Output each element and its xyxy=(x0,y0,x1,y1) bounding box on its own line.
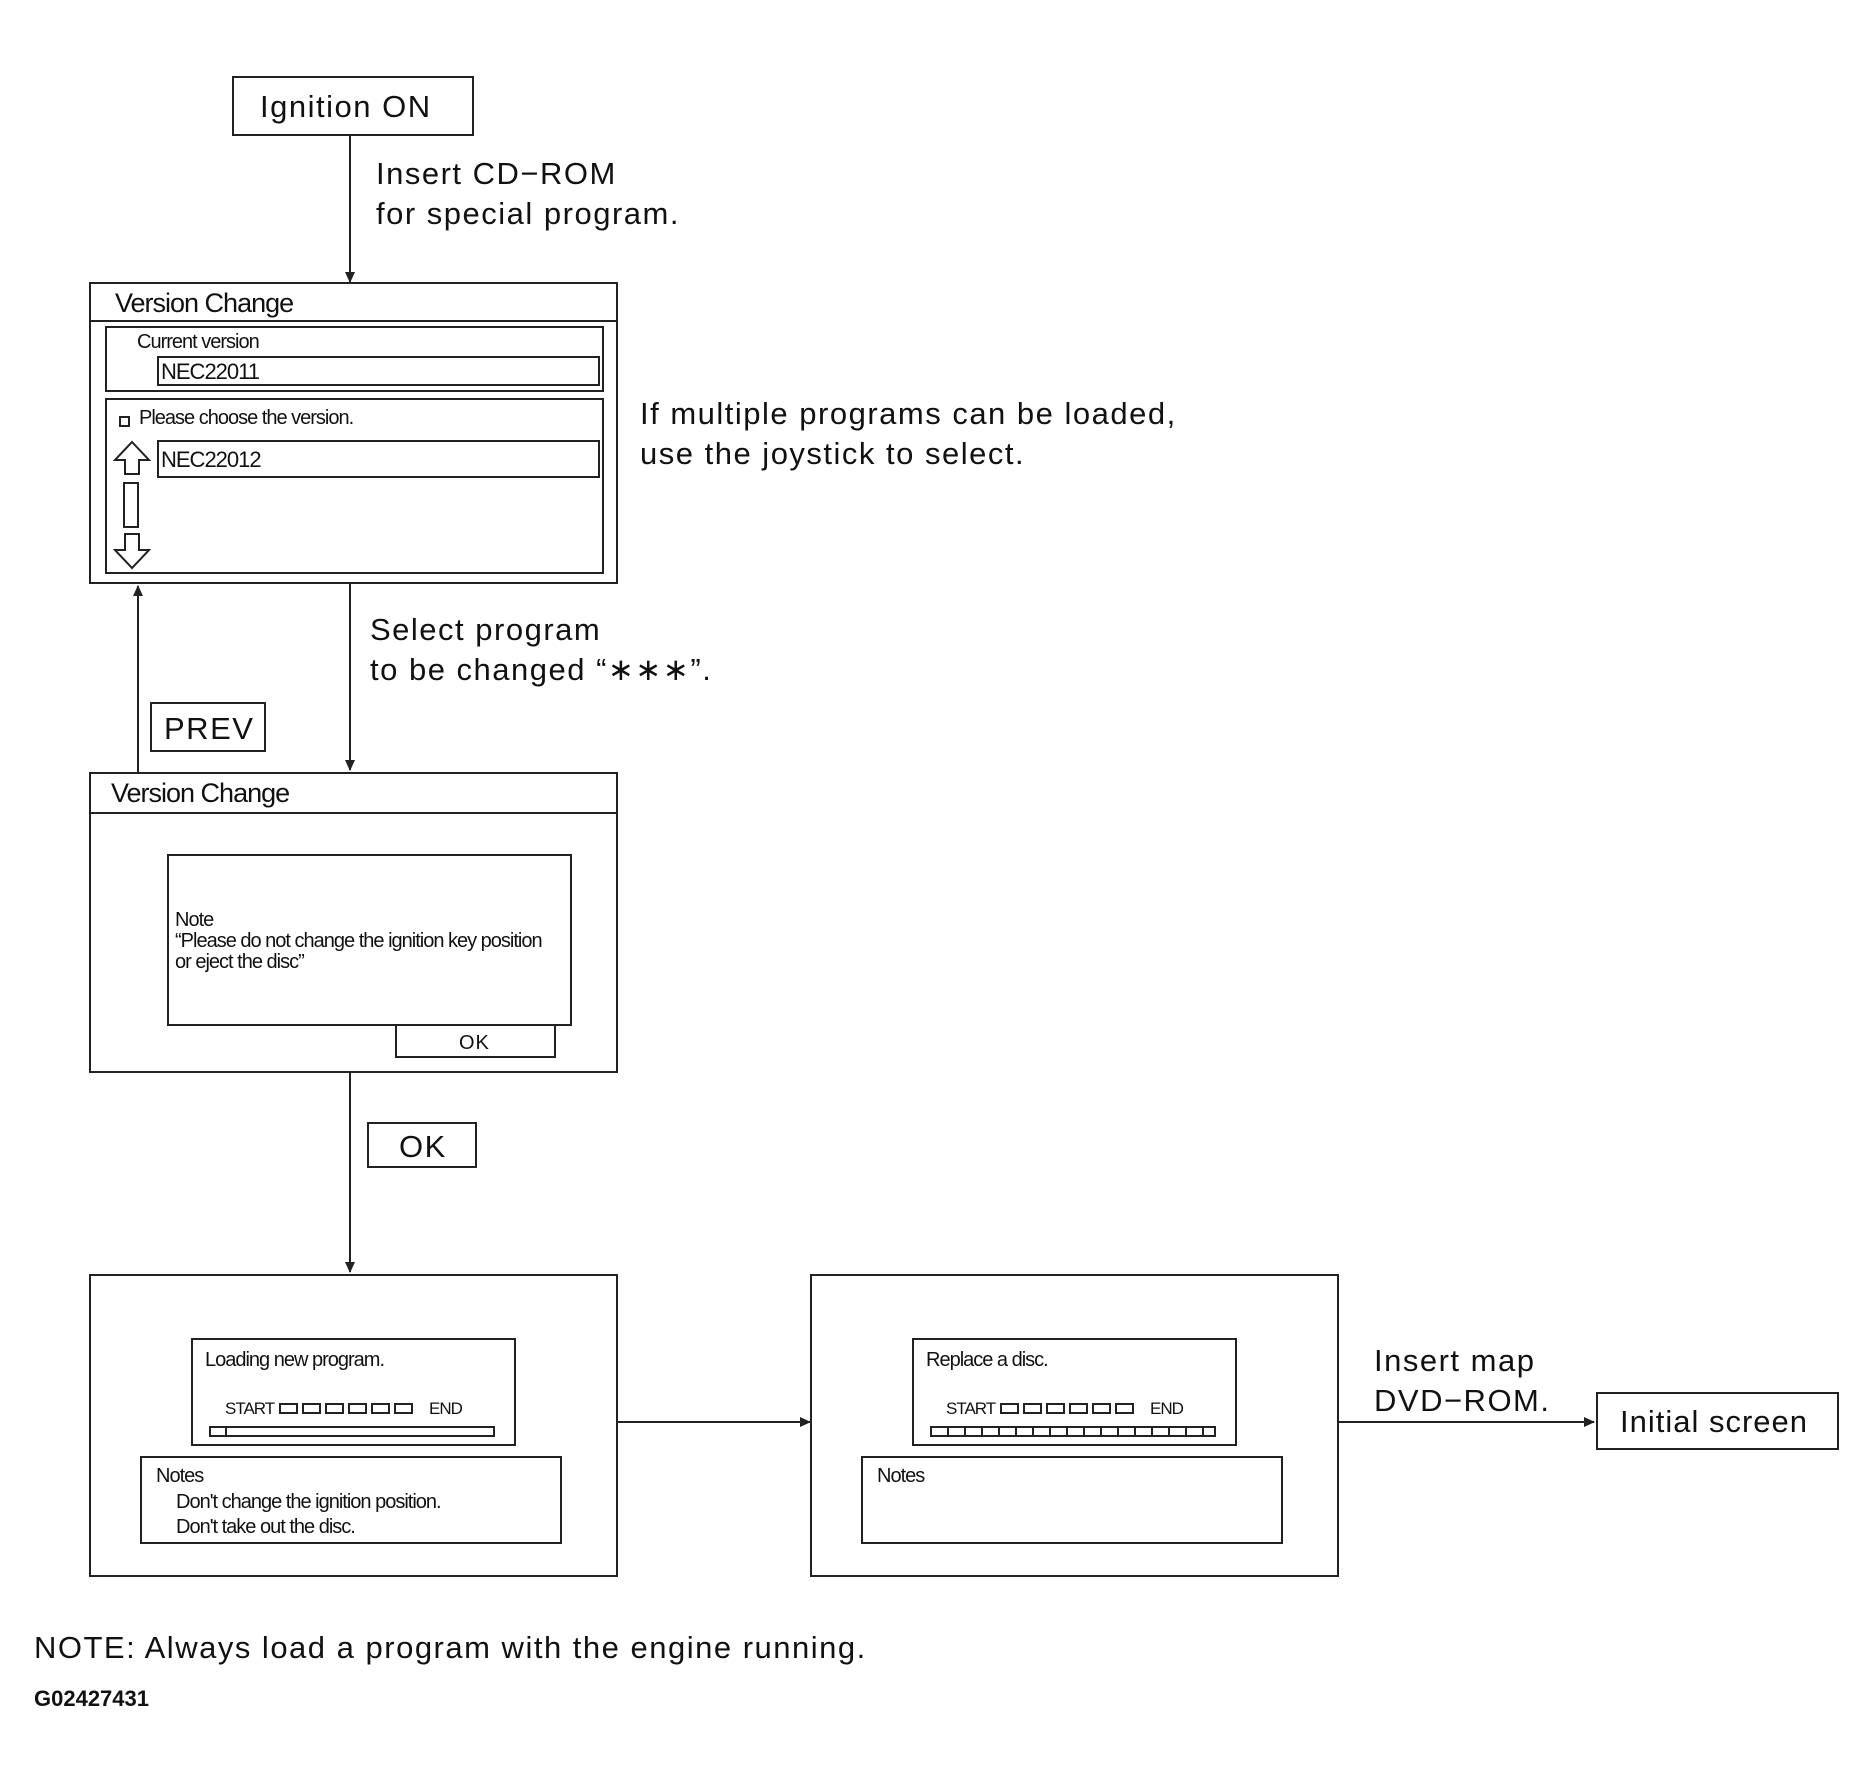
note-dialog-line1: “Please do not change the ignition key p… xyxy=(175,930,543,952)
note-dialog-line2: or eject the disc” xyxy=(175,951,305,973)
scrollbar-track[interactable] xyxy=(123,482,139,528)
figure-code: G02427431 xyxy=(34,1686,149,1711)
replace-segments xyxy=(1000,1400,1138,1418)
caption-insert-map-line2: DVD−ROM. xyxy=(1374,1383,1551,1418)
caption-insert-cdrom-line1: Insert CD−ROM xyxy=(376,156,617,191)
initial-screen-label: Initial screen xyxy=(1620,1404,1809,1439)
note-ok-button-label: OK xyxy=(459,1032,490,1054)
caption-insert-map-line1: Insert map xyxy=(1374,1343,1536,1378)
note-ok-button[interactable]: OK xyxy=(395,1024,556,1058)
replace-progress-fill xyxy=(932,1428,1214,1435)
screen-loading-program: Loading new program. START END Notes Don… xyxy=(89,1274,618,1577)
loading-note-1: Don't change the ignition position. xyxy=(176,1491,442,1513)
replace-start-label: START xyxy=(946,1399,996,1418)
ignition-on-node: Ignition ON xyxy=(232,76,474,136)
loading-progress-fill xyxy=(211,1428,228,1435)
initial-screen-node: Initial screen xyxy=(1596,1392,1839,1450)
choose-version-panel: Please choose the version. NEC22012 xyxy=(105,398,604,574)
note-dialog-title: Note xyxy=(175,909,214,931)
replace-progress-bar xyxy=(930,1426,1216,1437)
loading-notes-title: Notes xyxy=(156,1465,204,1487)
ignition-on-label: Ignition ON xyxy=(260,89,432,124)
loading-note-2: Don't take out the disc. xyxy=(176,1516,356,1538)
replace-status: Replace a disc. xyxy=(926,1349,1049,1371)
scroll-down-arrow-icon[interactable] xyxy=(113,532,151,570)
loading-status: Loading new program. xyxy=(205,1349,385,1371)
choose-version-value: NEC22012 xyxy=(161,447,262,472)
loading-panel: Loading new program. START END xyxy=(191,1338,516,1446)
caption-insert-cdrom-line2: for special program. xyxy=(376,196,680,231)
replace-notes-panel: Notes xyxy=(861,1456,1283,1544)
caption-select-line1: Select program xyxy=(370,612,602,647)
loading-start-label: START xyxy=(225,1399,275,1418)
loading-notes-panel: Notes Don't change the ignition position… xyxy=(140,1456,562,1544)
ok-key-label: OK xyxy=(399,1129,447,1164)
footer-note: NOTE: Always load a program with the eng… xyxy=(34,1630,867,1665)
caption-multiple-line2: use the joystick to select. xyxy=(640,436,1026,471)
loading-end-label: END xyxy=(429,1399,463,1418)
screen-version-change-note: Version Change Note “Please do not chang… xyxy=(89,772,618,1073)
bullet-icon xyxy=(119,416,130,427)
prev-key[interactable]: PREV xyxy=(150,702,266,752)
screen-version-change-select: Version Change Current version NEC22011 … xyxy=(89,282,618,584)
prev-key-label: PREV xyxy=(164,711,255,746)
screen1-title-divider xyxy=(91,320,616,322)
current-version-panel: Current version NEC22011 xyxy=(105,326,604,392)
current-version-field: NEC22011 xyxy=(157,356,600,386)
caption-select-line2: to be changed “∗∗∗”. xyxy=(370,652,713,687)
scroll-up-arrow-icon[interactable] xyxy=(113,440,151,476)
choose-version-label: Please choose the version. xyxy=(139,407,354,429)
screen1-title: Version Change xyxy=(115,288,294,318)
replace-notes-title: Notes xyxy=(877,1465,925,1487)
current-version-value: NEC22011 xyxy=(161,359,260,384)
version-list-item-selected[interactable]: NEC22012 xyxy=(157,440,600,478)
replace-panel: Replace a disc. START END xyxy=(912,1338,1237,1446)
ok-key[interactable]: OK xyxy=(367,1122,477,1168)
replace-end-label: END xyxy=(1150,1399,1184,1418)
note-dialog: Note “Please do not change the ignition … xyxy=(167,854,572,1026)
loading-progress-bar xyxy=(209,1426,495,1437)
current-version-label: Current version xyxy=(137,331,260,353)
screen2-title-divider xyxy=(91,812,616,814)
screen-replace-disc: Replace a disc. START END Notes xyxy=(810,1274,1339,1577)
screen2-title: Version Change xyxy=(111,778,290,808)
caption-multiple-line1: If multiple programs can be loaded, xyxy=(640,396,1177,431)
loading-segments xyxy=(279,1400,417,1418)
